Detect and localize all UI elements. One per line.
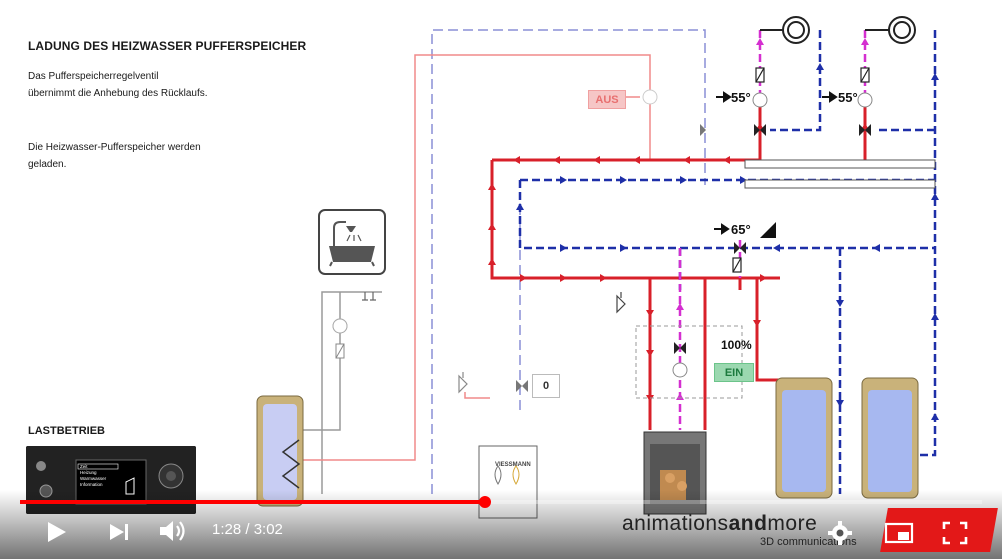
controller-menu-item-4: Information <box>80 482 103 487</box>
temperature-label-1: 55° <box>731 90 751 105</box>
progress-fill <box>20 500 485 504</box>
play-icon <box>48 522 66 542</box>
controller-menu-item-1: Zeit <box>80 464 88 469</box>
slide-title: LADUNG DES HEIZWASSER PUFFERSPEICHER <box>28 39 307 53</box>
ein-status-badge: EIN <box>714 363 754 382</box>
valve-value-box: 0 <box>532 374 560 398</box>
controller-menu-item-2: Heizung <box>80 470 97 475</box>
boiler-brand: VIESSMANN <box>495 462 531 468</box>
inactive-return-lines <box>431 29 706 494</box>
temperature-label-3: 65° <box>731 222 751 237</box>
next-icon <box>110 524 128 540</box>
volume-button[interactable] <box>155 516 191 546</box>
valve-percent-label: 100% <box>721 338 752 352</box>
aus-status-badge: AUS <box>588 90 626 109</box>
time-display: 1:28 / 3:02 <box>212 521 283 538</box>
brand-logo-text: animationsandmore <box>622 512 817 536</box>
fullscreen-icon <box>942 521 968 545</box>
safety-valve-icon <box>458 292 626 394</box>
temperature-label-2: 55° <box>838 90 858 105</box>
buffer-tank-icon <box>775 377 919 499</box>
brand-name-part-2: and <box>728 512 768 535</box>
dhw-tank-icon <box>256 395 304 507</box>
dhw-piping <box>300 291 382 494</box>
valve-icon <box>516 124 871 392</box>
check-valve-icon <box>732 67 870 273</box>
dhw-faucet-icon <box>362 292 376 301</box>
brand-name-part-1: animations <box>622 512 729 535</box>
fullscreen-button[interactable] <box>938 518 972 548</box>
mixing-group-box <box>635 325 743 399</box>
play-button[interactable] <box>40 518 70 546</box>
supply-arrows <box>488 123 869 402</box>
sensor-icon <box>760 222 776 238</box>
temperature-arrow-icon <box>714 91 838 235</box>
brand-name-part-3: more <box>767 512 818 535</box>
progress-scrubber[interactable] <box>478 496 491 508</box>
settings-button[interactable] <box>824 518 856 548</box>
bathtub-icon <box>318 209 386 275</box>
brand-tagline: 3D communications <box>760 536 857 548</box>
settings-icon <box>828 521 852 545</box>
description-paragraph-2: Die Heizwasser-Pufferspeicher werden gel… <box>28 142 201 170</box>
volume-icon <box>160 521 185 541</box>
mode-label: LASTBETRIEB <box>28 425 105 437</box>
miniplayer-icon <box>884 522 914 544</box>
pump-icon <box>332 89 873 378</box>
supply-lines <box>490 100 867 430</box>
next-button[interactable] <box>104 518 134 546</box>
progress-bar[interactable] <box>20 496 982 508</box>
radiator-icon <box>782 16 916 44</box>
controller-menu-item-3: Warmwasser <box>80 476 107 481</box>
return-arrows <box>516 63 939 420</box>
manifold <box>744 159 936 189</box>
description-paragraph-1: Das Pufferspeicherregelventil übernimmt … <box>28 71 208 99</box>
miniplayer-button[interactable] <box>882 518 916 548</box>
